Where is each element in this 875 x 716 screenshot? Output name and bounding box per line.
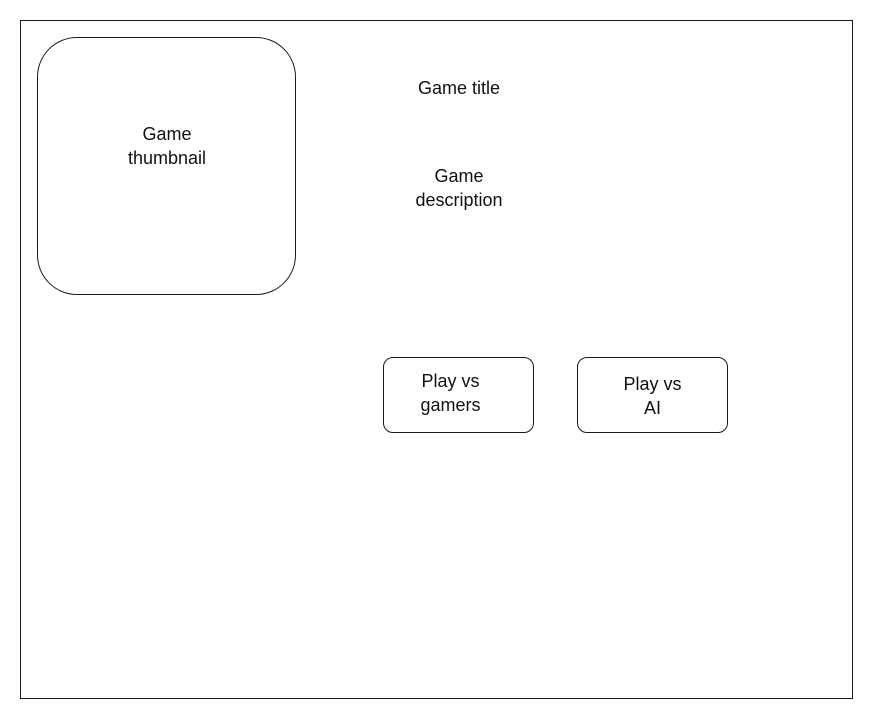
- play-vs-ai-button[interactable]: Play vs AI: [577, 357, 728, 433]
- play-vs-gamers-button[interactable]: Play vs gamers: [383, 357, 534, 433]
- play-vs-gamers-label: Play vs gamers: [420, 371, 481, 415]
- game-description: Game description: [415, 166, 503, 210]
- play-vs-ai-label: Play vs AI: [623, 374, 682, 418]
- game-thumbnail: Game thumbnail: [37, 37, 296, 295]
- game-thumbnail-label: Game thumbnail: [127, 124, 207, 168]
- game-title: Game title: [417, 78, 501, 98]
